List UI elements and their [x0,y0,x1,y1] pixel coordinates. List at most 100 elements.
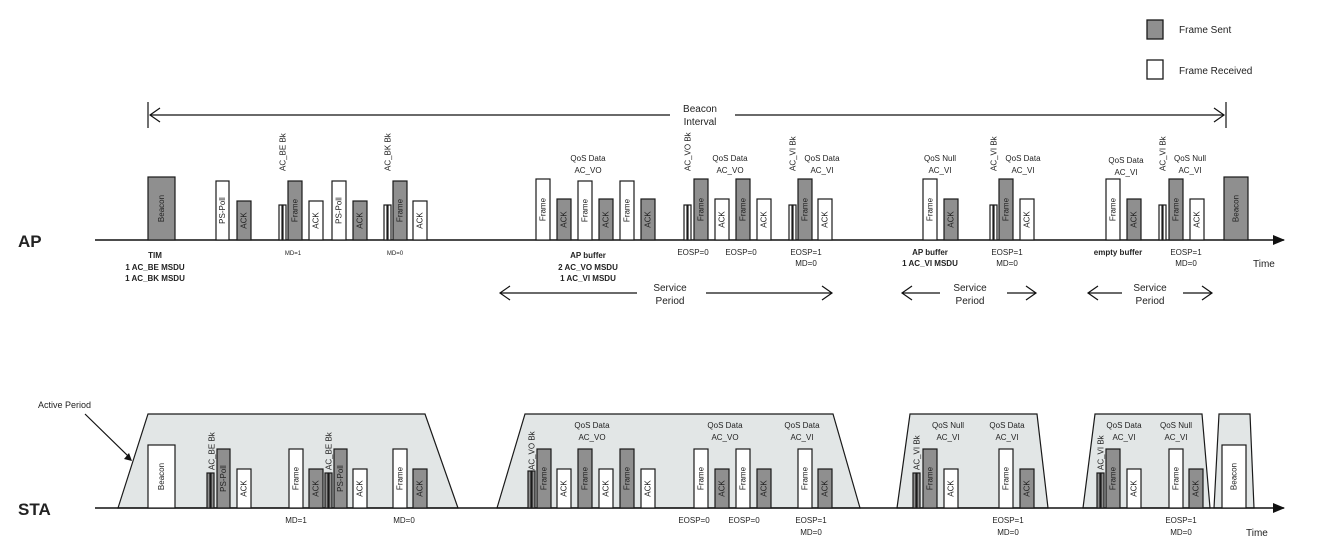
ack-frame-label: ACK [602,211,611,228]
sta-qos-null-vi-2: QoS Null [1160,421,1192,430]
frame-frame-box [577,448,593,509]
sta-ac-vi-2: AC_VI [936,433,959,442]
frame-frame-label: Frame [801,466,810,490]
ack-frame-box [352,200,368,241]
frame-frame-label: Frame [739,197,748,221]
frame-frame-label: Frame [1172,466,1181,490]
ap-md0: MD=0 [387,251,404,257]
beacon-frame-label: Beacon [1230,463,1239,490]
ack-frame-box [1188,468,1204,509]
ps-poll-frame-box [216,448,231,509]
frame-frame-label: Frame [739,466,748,490]
ack-frame-label: ACK [1023,480,1032,497]
ap-eosp0-1: EOSP=0 [677,248,709,257]
ack-frame-box [556,468,572,509]
frame-frame-box [1168,178,1184,241]
frame-frame-box [922,448,938,509]
ack-frame-label: ACK [416,212,425,229]
ack-frame-box [1126,468,1142,509]
ac-vi-bk-tag: AC_VI Bk [1097,434,1106,470]
frame-frame-label: Frame [623,198,632,222]
legend-sent-swatch [1146,19,1164,40]
ap-qos-data-vi-3: QoS Data [1108,156,1144,165]
beacon-frame-label: Beacon [157,463,166,490]
ps-poll-frame-box [333,448,348,509]
ack-frame-box [1189,198,1205,241]
sta-eosp0-2: EOSP=0 [728,516,760,525]
ack-frame-box [817,198,833,241]
frame-frame-box [735,178,751,241]
sta-md0-3: MD=0 [1170,528,1192,537]
subframe-frame-box [916,472,921,509]
ap-buffer1-line1: AP buffer [570,251,606,260]
ack-frame-box [236,200,252,241]
ap-ac-vo-1: AC_VO [574,166,601,175]
ack-frame-box [943,468,959,509]
frame-frame-box [619,448,635,509]
ack-frame-label: ACK [312,480,321,497]
ap-eosp1-3: EOSP=1 [1170,248,1202,257]
ack-frame-label: ACK [947,480,956,497]
ack-frame-label: ACK [356,212,365,229]
frame-frame-label: Frame [581,198,590,222]
ack-frame-box [598,468,614,509]
ap-md1: MD=1 [285,251,302,257]
ack-frame-box [598,198,614,241]
ap-qos-data-vo-2: QoS Data [712,154,748,163]
sta-qos-data-vi-3: QoS Data [1106,421,1142,430]
beacon-interval-label-2: Interval [684,117,717,128]
ap-ac-vi-4: AC_VI [1114,168,1137,177]
ap-ac-vi-5: AC_VI [1178,166,1201,175]
ack-frame-label: ACK [760,480,769,497]
ap-label: AP [18,232,42,251]
ap-eosp1-2: EOSP=1 [991,248,1023,257]
ac-bk-bk-tag: AC_BK Bk [384,132,393,171]
subframe-frame-box [687,204,692,241]
ack-frame-box [943,198,959,241]
frame-frame-label: Frame [623,466,632,490]
frame-frame-label: Frame [1172,197,1181,221]
ack-frame-label: ACK [718,211,727,228]
ack-frame-label: ACK [560,211,569,228]
ap-md0-1: MD=0 [795,259,817,268]
ap-eosp1-1: EOSP=1 [790,248,822,257]
active-period-label: Active Period [38,400,91,410]
frame-frame-box [536,448,552,509]
subframe-frame-box [383,204,388,241]
subframe-frame-box [989,204,994,241]
ack-frame-box [640,468,656,509]
ps-poll-frame-label: PS-Poll [219,465,228,492]
legend-sent-label: Frame Sent [1179,25,1231,36]
frame-frame-label: Frame [581,466,590,490]
ack-frame-box [1126,198,1142,241]
frame-frame-box [392,448,408,509]
sta-qos-data-vi-2: QoS Data [989,421,1025,430]
ack-frame-box [556,198,572,241]
frame-frame-label: Frame [926,466,935,490]
frame-frame-label: Frame [1002,466,1011,490]
ap-buffer2-line2: 1 AC_VI MSDU [902,259,958,268]
service-period-3-line2: Period [1136,296,1165,307]
beacon-interval-label-1: Beacon [683,104,717,115]
frame-frame-box [693,448,709,509]
ack-frame-box [714,468,730,509]
ps-poll-frame-box [215,180,230,241]
ack-frame-label: ACK [821,480,830,497]
ack-frame-box [412,468,428,509]
sta-ac-vi-5: AC_VI [1164,433,1187,442]
ack-frame-label: ACK [1023,211,1032,228]
ack-frame-label: ACK [560,480,569,497]
sta-md0-1: MD=0 [800,528,822,537]
ack-frame-box [817,468,833,509]
ap-ac-vo-2: AC_VO [716,166,743,175]
ap-tim-line1: TIM [148,251,162,260]
ac-vi-bk-tag: AC_VI Bk [1159,135,1168,171]
ap-qos-null-vi-1: QoS Null [924,154,956,163]
ack-frame-label: ACK [821,211,830,228]
beacon-frame-box [147,444,176,509]
ack-frame-box [352,468,368,509]
subframe-frame-box [206,472,211,509]
ack-frame-box [236,468,252,509]
beacon-frame-label: Beacon [157,195,166,222]
